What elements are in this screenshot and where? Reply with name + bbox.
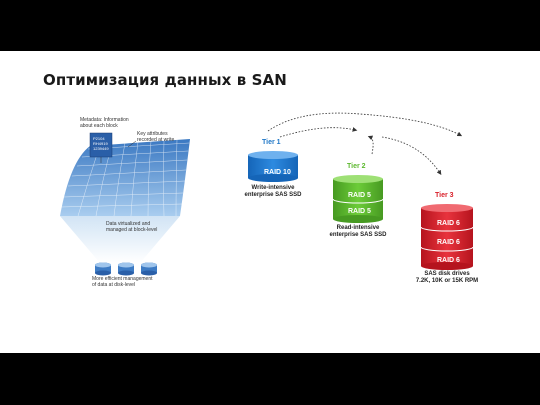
arrow-tier2-tier3 bbox=[381, 136, 442, 175]
beam-shape bbox=[60, 216, 180, 263]
tier1-desc-line1: Write-intensive bbox=[251, 185, 295, 191]
tier2-raid-label: RAID 5 bbox=[348, 192, 371, 199]
virtualized-label: Data virtualized and managed at block-le… bbox=[106, 221, 157, 233]
tier3-description: SAS disk drives 7.2K, 10K or 15K RPM bbox=[407, 271, 487, 285]
tier3-desc-line1: SAS disk drives bbox=[424, 271, 470, 277]
efficient-line2: of data at disk-level bbox=[92, 282, 136, 288]
tier3-raid-label: RAID 6 bbox=[437, 257, 460, 264]
slide: Оптимизация данных в SAN bbox=[0, 51, 540, 353]
efficient-line1: More efficient management bbox=[92, 276, 153, 282]
tier3-cylinder bbox=[420, 204, 474, 270]
tier1-label: Tier 1 bbox=[262, 139, 281, 146]
key-attributes-line1: Key attributes bbox=[137, 131, 168, 137]
tier3-raid-label: RAID 6 bbox=[437, 220, 460, 227]
metadata-values: P2104 RH4919 1239449 bbox=[93, 136, 109, 151]
key-attributes-line2: recorded at write bbox=[137, 137, 175, 143]
block-virtualization-diagram bbox=[60, 132, 190, 276]
metadata-label: Metadata: Information about each block bbox=[80, 117, 129, 129]
metadata-value: 1239449 bbox=[93, 146, 109, 151]
tier2-desc-line2: enterprise SAS SSD bbox=[329, 232, 387, 238]
metadata-value: P2104 bbox=[93, 136, 105, 141]
tier1-description: Write-intensive enterprise SAS SSD bbox=[238, 185, 308, 199]
metadata-label-line2: about each block bbox=[80, 123, 118, 129]
key-attributes-label: Key attributes recorded at write bbox=[137, 131, 174, 143]
slide-title: Оптимизация данных в SAN bbox=[43, 71, 287, 89]
metadata-label-line1: Metadata: Information bbox=[80, 117, 129, 123]
tier1-desc-line2: enterprise SAS SSD bbox=[244, 192, 302, 198]
arrow-tier2-up bbox=[367, 135, 374, 155]
tier-arrows bbox=[267, 112, 463, 175]
diagram-canvas bbox=[60, 112, 474, 276]
tier2-label: Tier 2 bbox=[347, 163, 366, 170]
virtualized-line2: managed at block-level bbox=[106, 227, 158, 233]
tier2-description: Read-intensive enterprise SAS SSD bbox=[323, 225, 393, 239]
arrow-tier1-tier3 bbox=[267, 112, 463, 137]
tier3-raid-label: RAID 6 bbox=[437, 239, 460, 246]
tier3-desc-line2: 7.2K, 10K or 15K RPM bbox=[415, 278, 479, 284]
tier1-raid-label: RAID 10 bbox=[264, 169, 291, 176]
tier2-cylinder bbox=[332, 175, 384, 223]
tier3-label: Tier 3 bbox=[435, 192, 454, 199]
arrow-tier1-tier2 bbox=[279, 127, 358, 138]
tier2-desc-line1: Read-intensive bbox=[336, 225, 380, 231]
tier2-raid-label: RAID 5 bbox=[348, 208, 371, 215]
efficient-label: More efficient management of data at dis… bbox=[92, 276, 153, 288]
metadata-value: RH4919 bbox=[93, 141, 108, 146]
virtualized-line1: Data virtualized and bbox=[106, 221, 151, 227]
block-grid bbox=[60, 139, 190, 216]
tier1-cylinder bbox=[248, 151, 298, 182]
disk-icons bbox=[95, 262, 157, 276]
